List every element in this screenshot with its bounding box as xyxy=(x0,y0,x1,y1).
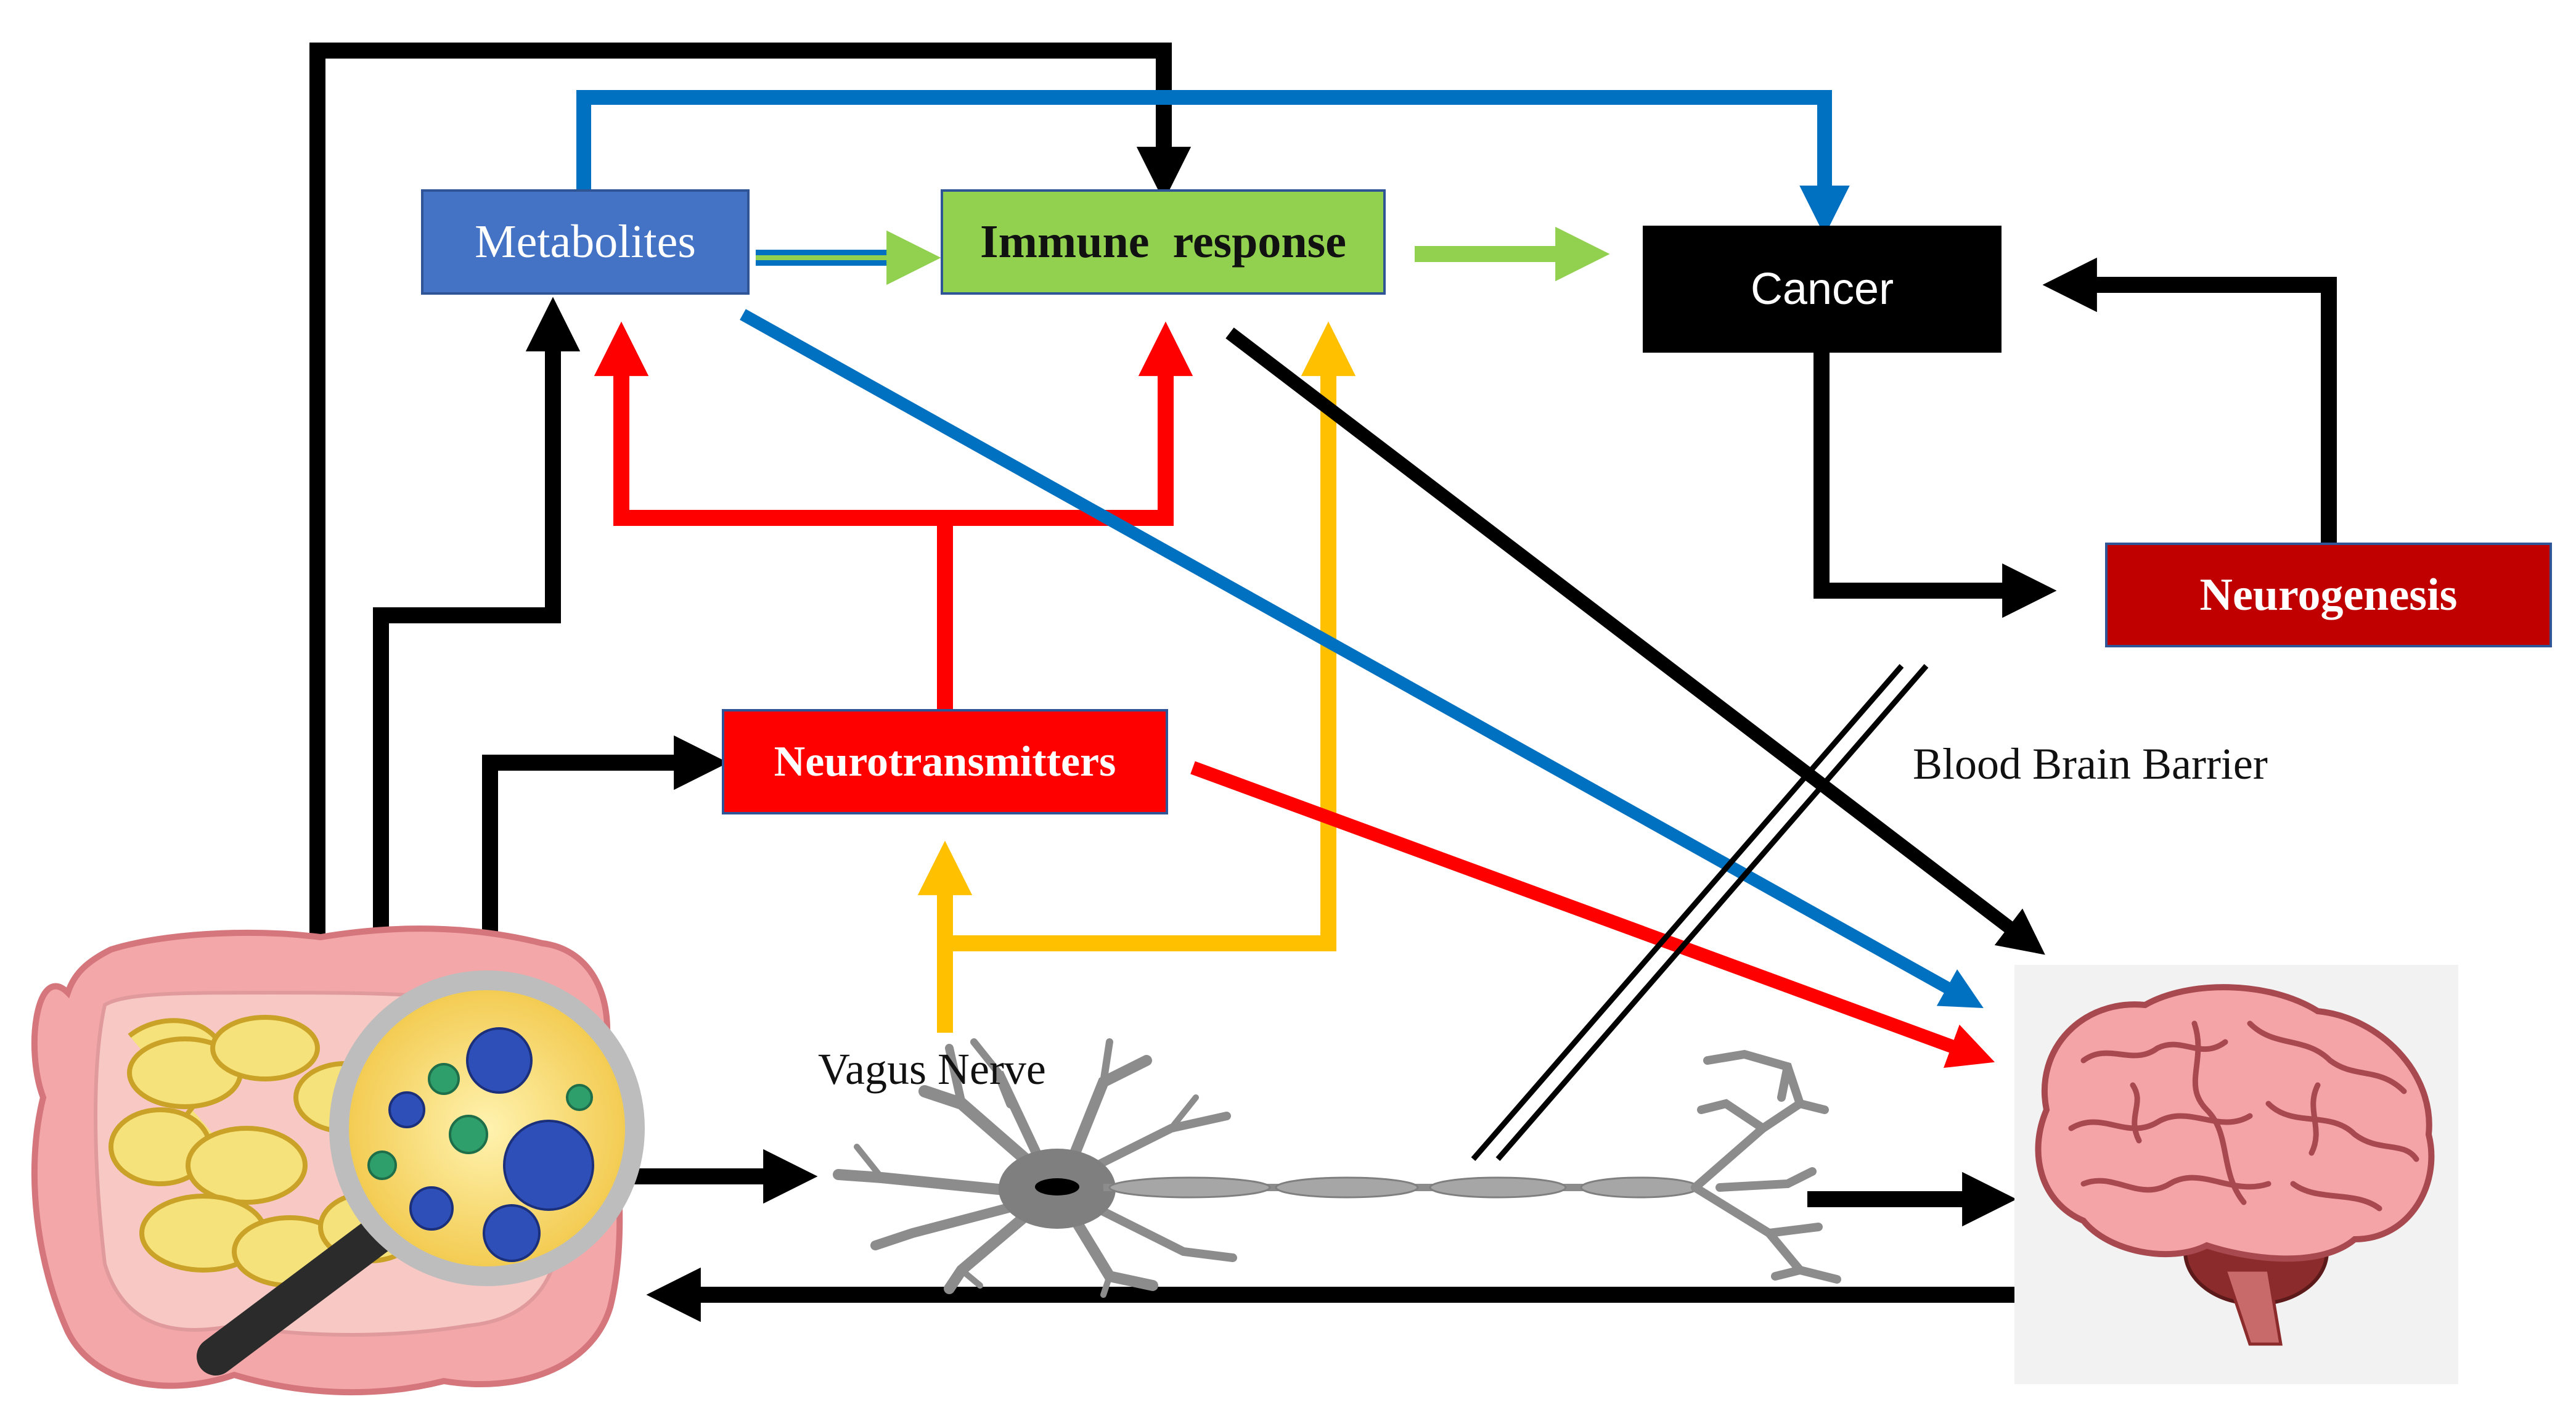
arrow-metabolites-to-brain xyxy=(740,309,1984,1008)
gut-microbiome-icon xyxy=(31,925,645,1396)
arrow-vagus-to-immune xyxy=(945,321,1356,951)
neurotransmitters-node: Neurotransmitters xyxy=(722,709,1168,814)
metabolites-node: Metabolites xyxy=(421,189,750,295)
metabolites-label: Metabolites xyxy=(475,216,696,268)
arrow-gut-to-metabolites xyxy=(373,297,581,928)
arrow-neurotransmitters-to-immune xyxy=(945,321,1193,526)
arrow-neurotransmitters-to-brain xyxy=(1190,761,1995,1068)
neurogenesis-node: Neurogenesis xyxy=(2105,543,2552,647)
cancer-node: Cancer xyxy=(1643,226,2002,353)
neurogenesis-label: Neurogenesis xyxy=(2199,569,2458,620)
cancer-label: Cancer xyxy=(1750,265,1894,314)
brain-icon xyxy=(2014,965,2458,1384)
arrow-immune-to-brain xyxy=(1225,327,2045,955)
arrow-neurotransmitters-to-metabolites xyxy=(594,321,953,709)
immune-response-label: Immune response xyxy=(980,216,1346,268)
arrow-neurogenesis-to-cancer xyxy=(2042,257,2337,543)
vagus-nerve-label: Vagus Nerve xyxy=(818,1044,1046,1094)
arrow-metabolites-to-cancer xyxy=(576,90,1850,236)
neuron-icon xyxy=(833,1038,1841,1298)
blood-brain-barrier-line xyxy=(1471,664,1929,1161)
arrow-gut-to-neurotransmitters xyxy=(482,735,729,953)
arrow-gut-to-immune xyxy=(309,43,1192,934)
arrow-cancer-to-neurogenesis xyxy=(1813,353,2057,618)
blood-brain-barrier-label: Blood Brain Barrier xyxy=(1913,739,2268,789)
immune-response-node: Immune response xyxy=(941,189,1386,295)
neurotransmitters-label: Neurotransmitters xyxy=(774,737,1116,785)
